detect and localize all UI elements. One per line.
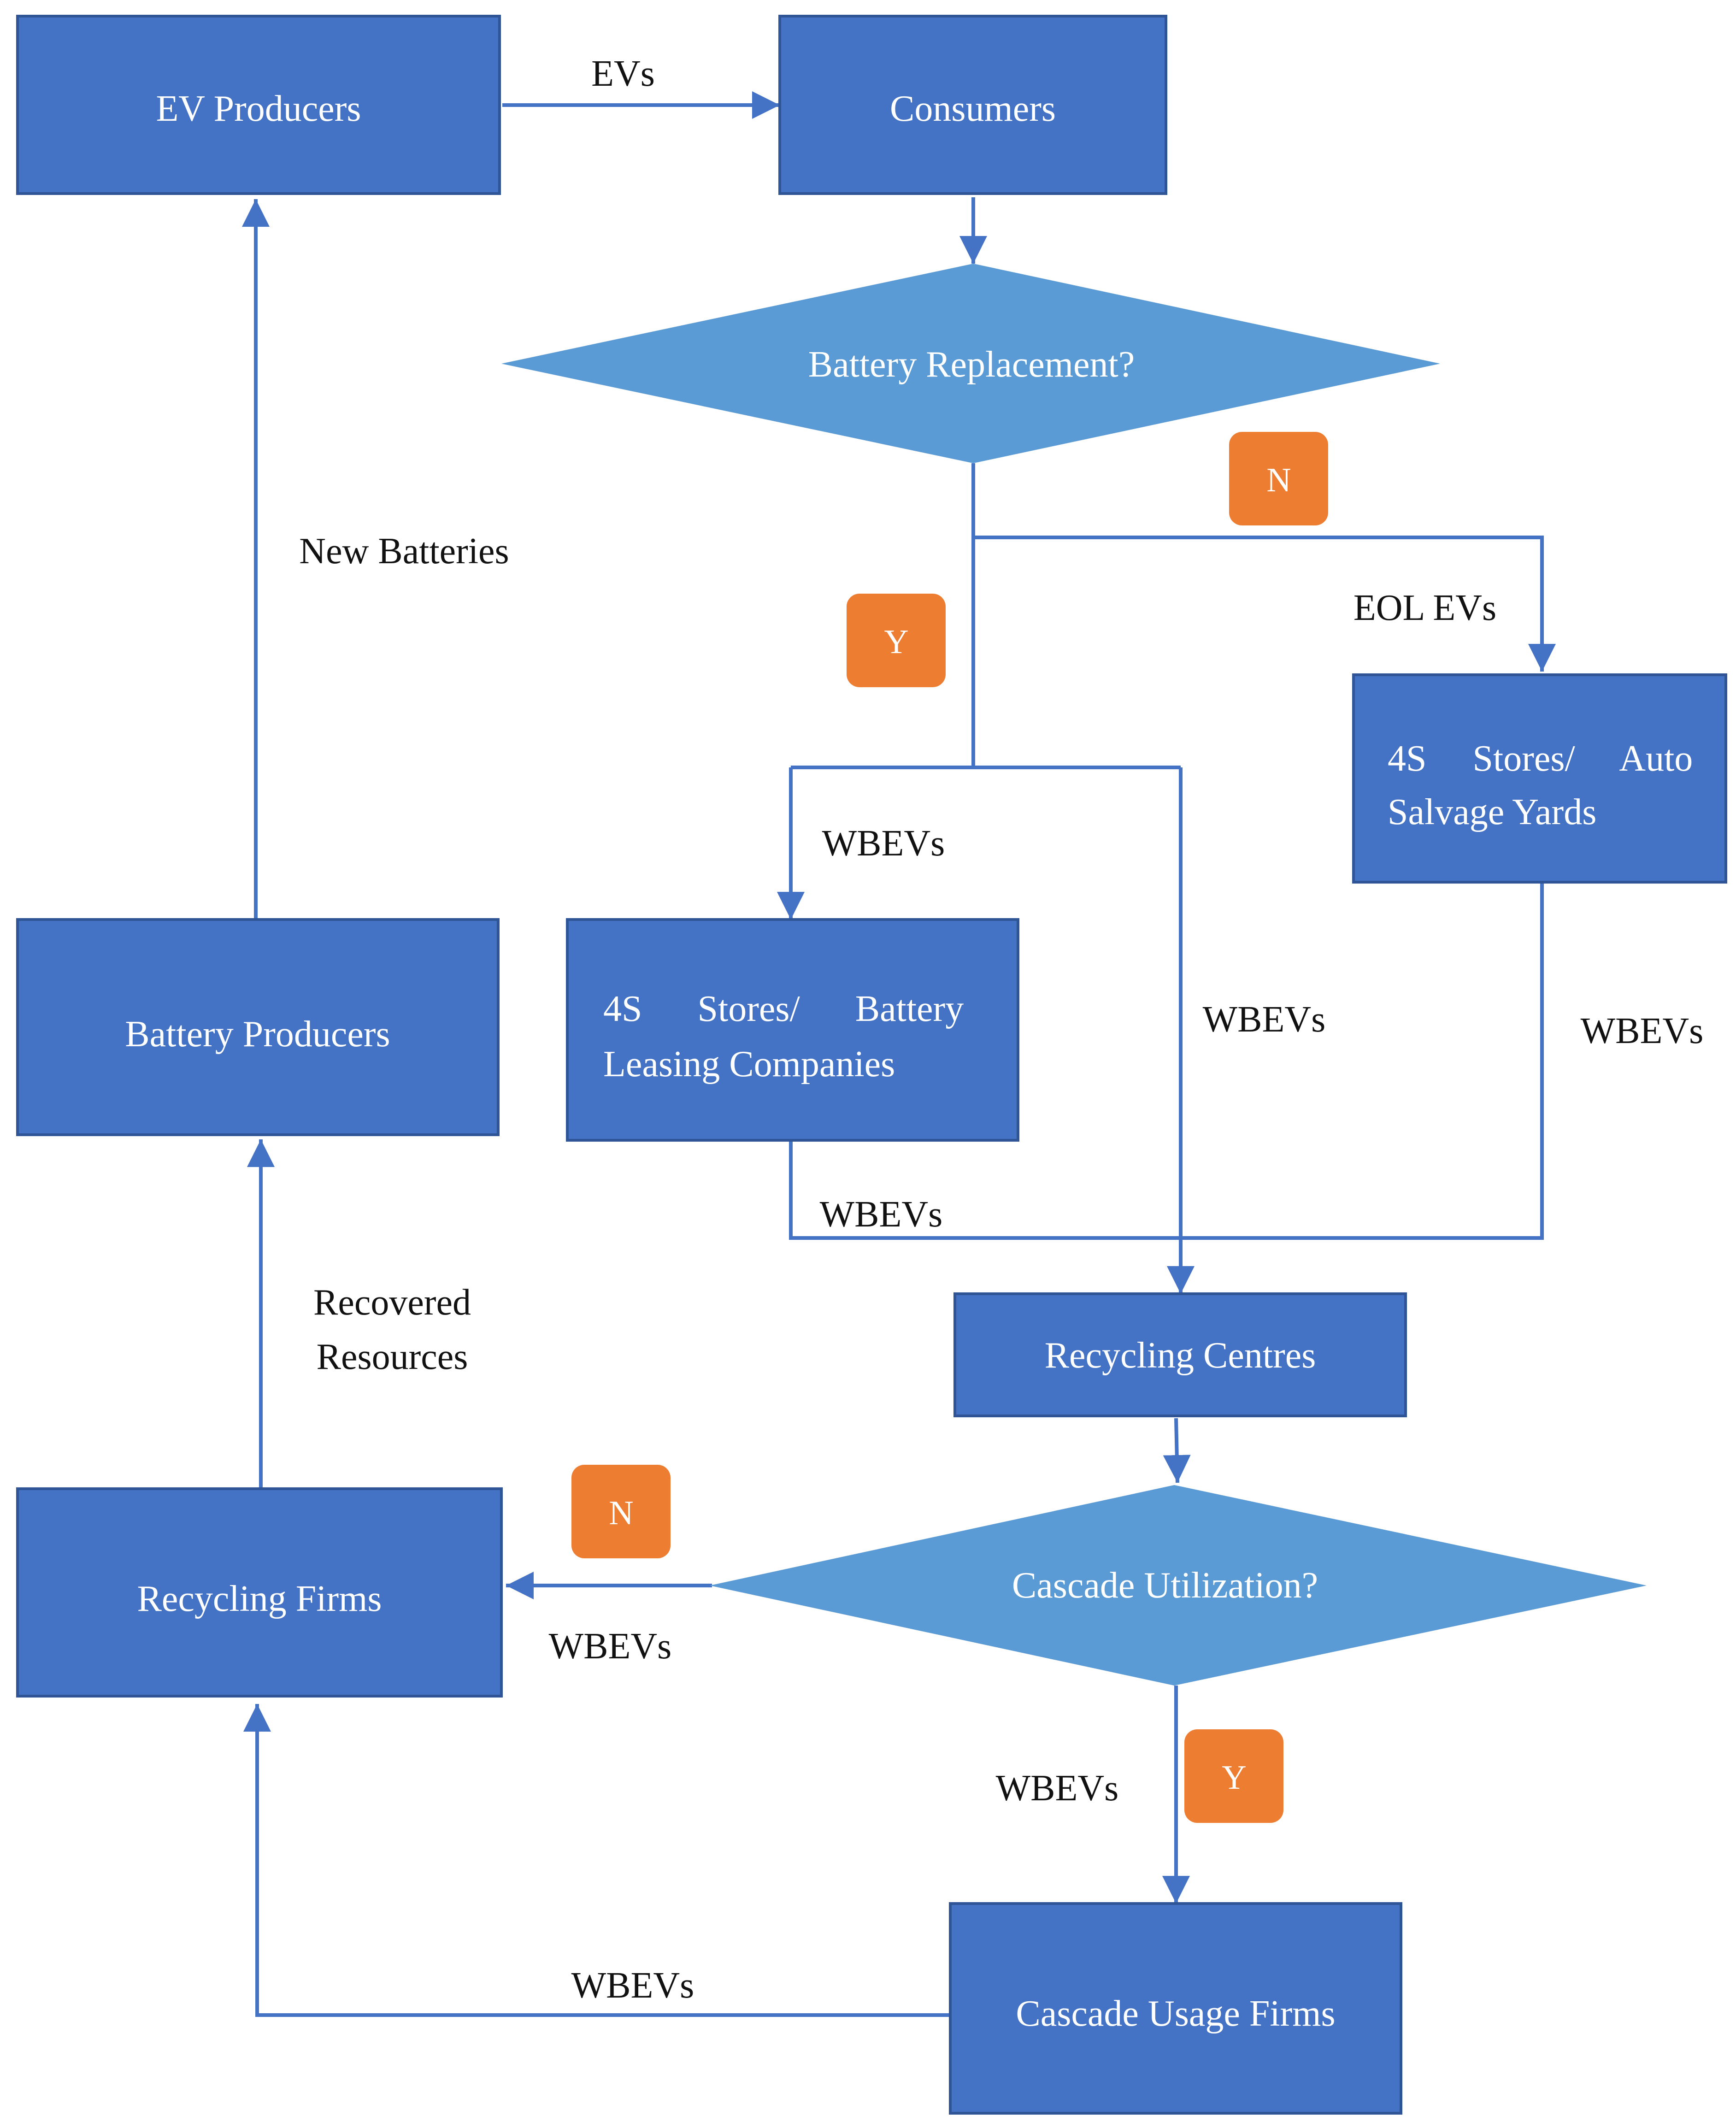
cascade-utilization-label: Cascade Utilization? — [1012, 1565, 1318, 1606]
label-recovered-resources-line2: Resources — [317, 1337, 468, 1377]
ev-producers-label: EV Producers — [156, 88, 361, 129]
cascade-utilization-decision: Cascade Utilization? — [710, 1485, 1647, 1686]
ev-producers-node: EV Producers — [16, 15, 501, 195]
cascade-yes-badge: Y — [1184, 1729, 1283, 1823]
cascade-no-badge-label: N — [609, 1494, 633, 1532]
edge-centres-to-cascade — [1163, 1418, 1191, 1483]
recycling-centres-node: Recycling Centres — [953, 1292, 1407, 1417]
label-eol-evs: EOL EVs — [1353, 588, 1496, 628]
battery-producers-node: Battery Producers — [16, 918, 500, 1136]
consumers-node: Consumers — [778, 15, 1167, 195]
recycling-firms-node: Recycling Firms — [16, 1487, 503, 1698]
stores-salvage-label-line2: Salvage Yards — [1388, 792, 1596, 832]
cascade-no-badge: N — [571, 1465, 671, 1558]
stores-leasing-label-line1: 4S Stores/ Battery — [603, 989, 964, 1029]
recycling-firms-label: Recycling Firms — [137, 1579, 382, 1619]
recycling-centres-label: Recycling Centres — [1045, 1335, 1316, 1376]
label-evs: EVs — [591, 53, 655, 94]
replacement-no-badge: N — [1229, 432, 1328, 525]
cascade-usage-firms-node: Cascade Usage Firms — [949, 1902, 1402, 2115]
label-new-batteries: New Batteries — [299, 531, 509, 572]
cascade-yes-badge-label: Y — [1222, 1759, 1246, 1797]
edge-salvage-merge — [1181, 883, 1544, 1240]
label-wbevs-to-recycling-firms: WBEVs — [549, 1626, 672, 1667]
edges — [242, 91, 1556, 2017]
label-wbevs-to-cascade: WBEVs — [996, 1768, 1119, 1809]
label-wbevs-from-leasing: WBEVs — [820, 1194, 943, 1235]
replacement-yes-badge-label: Y — [884, 623, 908, 661]
stores-salvage-node: 4S Stores/ Auto Salvage Yards — [1352, 673, 1727, 884]
label-recovered-resources-line1: Recovered — [313, 1282, 471, 1323]
edge-leasing-merge — [789, 1141, 1181, 1240]
cascade-usage-firms-label: Cascade Usage Firms — [1016, 1993, 1335, 2034]
stores-leasing-node: 4S Stores/ Battery Leasing Companies — [566, 918, 1019, 1142]
replacement-no-badge-label: N — [1266, 461, 1291, 499]
edge-replacement-no-branch — [973, 536, 1556, 672]
label-wbevs-from-salvage: WBEVs — [1581, 1011, 1704, 1051]
battery-producers-label: Battery Producers — [125, 1014, 390, 1055]
edge-labels: EVs New Batteries EOL EVs WBEVs WBEVs WB… — [299, 53, 1703, 2006]
label-wbevs-to-leasing: WBEVs — [822, 823, 945, 864]
replacement-yes-badge: Y — [847, 594, 946, 687]
battery-replacement-label: Battery Replacement? — [808, 344, 1135, 385]
edge-usage-to-firms — [243, 1704, 950, 2017]
battery-replacement-decision: Battery Replacement? — [501, 264, 1440, 463]
stores-leasing-label-line2: Leasing Companies — [603, 1044, 895, 1085]
label-wbevs-cascade-to-firms: WBEVs — [571, 1965, 694, 2006]
stores-salvage-label-line1: 4S Stores/ Auto — [1388, 738, 1693, 779]
label-wbevs-to-recycling: WBEVs — [1203, 999, 1326, 1040]
consumers-label: Consumers — [890, 88, 1056, 129]
